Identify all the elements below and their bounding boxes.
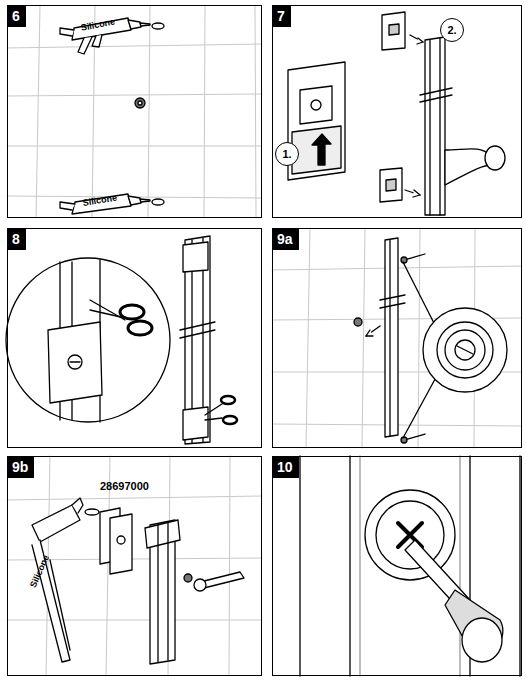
step-number: 7	[273, 6, 291, 27]
callout-number: 1.	[275, 142, 299, 166]
step-panel: 6	[7, 5, 262, 218]
step-panel: 9a	[272, 228, 522, 448]
step-panel: 10	[272, 456, 522, 676]
step-number: 6	[8, 6, 26, 27]
callout-number: 2.	[440, 18, 464, 42]
step-number: 9a	[273, 229, 299, 250]
part-number: 28697000	[100, 480, 149, 492]
step-number: 10	[273, 457, 299, 478]
step-panel: 7	[272, 5, 522, 218]
step-panel: 8	[7, 228, 262, 448]
step-number: 9b	[8, 457, 34, 478]
step-number: 8	[8, 229, 26, 250]
